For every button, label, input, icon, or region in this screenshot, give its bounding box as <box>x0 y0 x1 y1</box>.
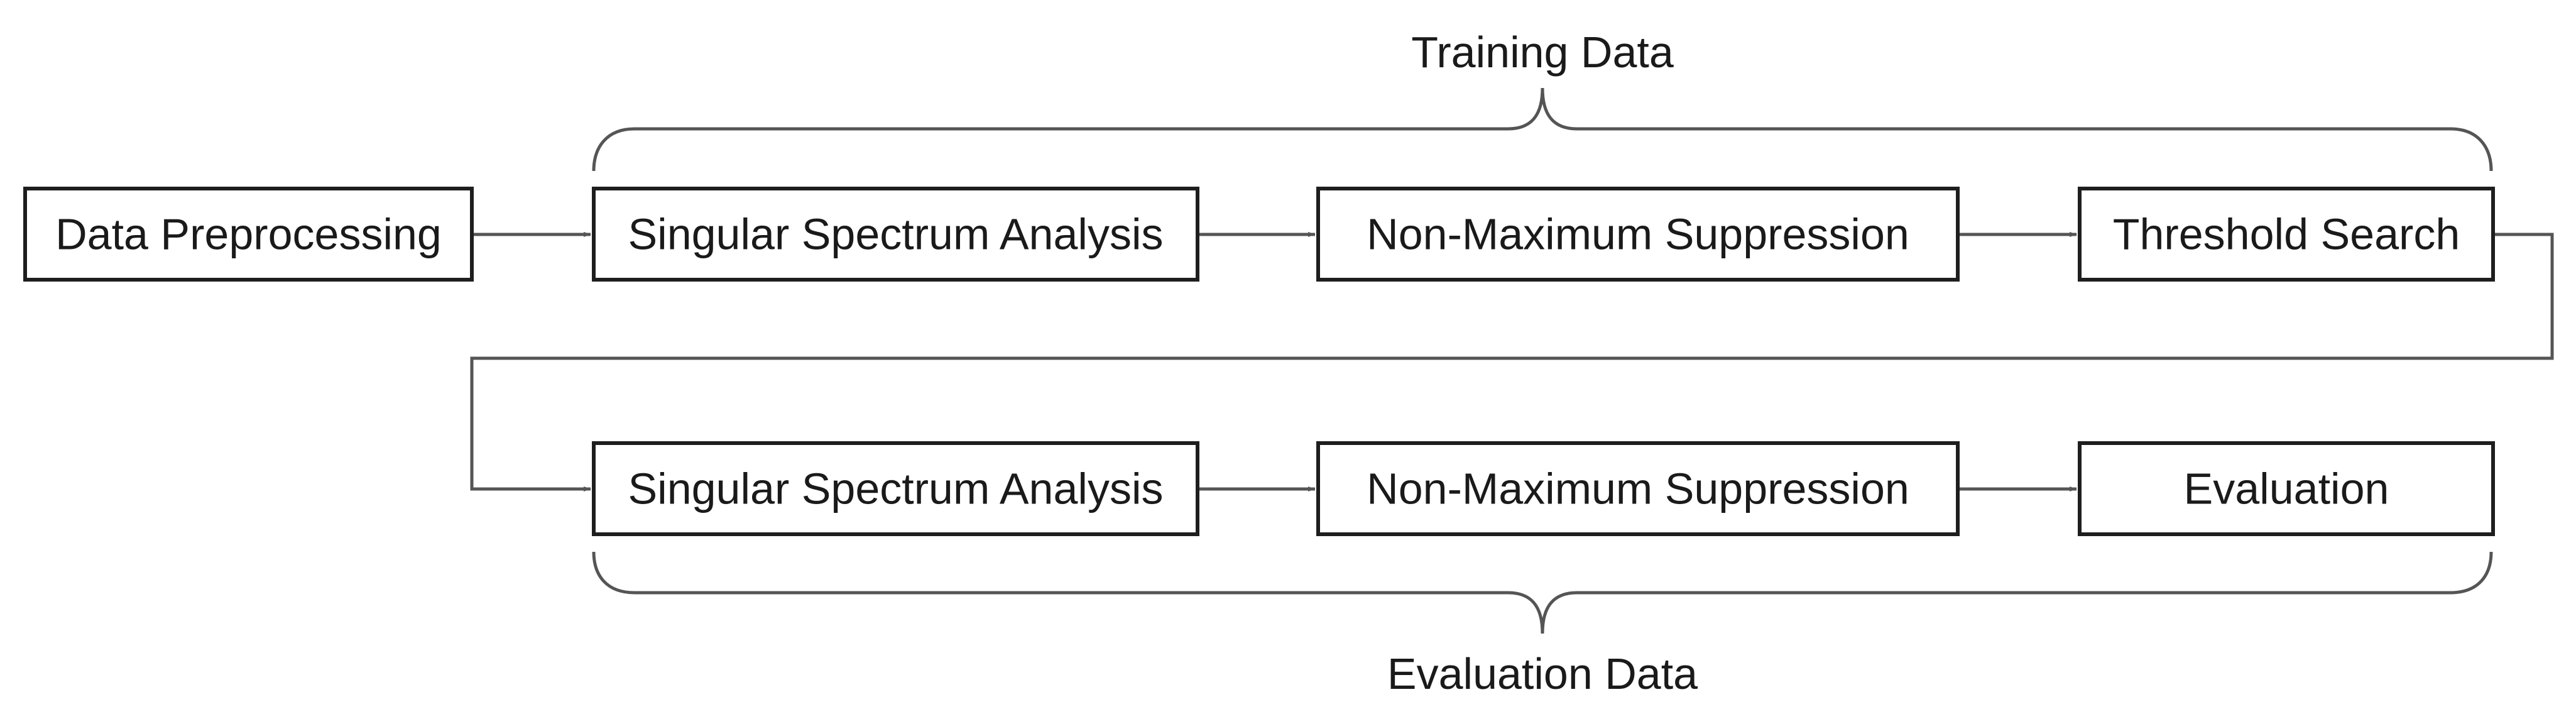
evaluation-nms-label: Non-Maximum Suppression <box>1367 464 1909 514</box>
evaluation-box: Evaluation <box>2078 441 2495 536</box>
training-ssa-box: Singular Spectrum Analysis <box>592 187 1199 282</box>
evaluation-data-brace <box>592 551 2493 634</box>
threshold-search-box: Threshold Search <box>2078 187 2495 282</box>
arrow-threshold-search-to-eval-ssa <box>470 233 2554 492</box>
evaluation-label: Evaluation <box>2184 464 2389 514</box>
training-nms-box: Non-Maximum Suppression <box>1316 187 1960 282</box>
evaluation-ssa-label: Singular Spectrum Analysis <box>628 464 1163 514</box>
evaluation-ssa-box: Singular Spectrum Analysis <box>592 441 1199 536</box>
training-data-brace <box>592 87 2493 172</box>
training-ssa-label: Singular Spectrum Analysis <box>628 210 1163 259</box>
training-nms-label: Non-Maximum Suppression <box>1367 210 1909 259</box>
evaluation-nms-box: Non-Maximum Suppression <box>1316 441 1960 536</box>
evaluation-data-label: Evaluation Data <box>1387 649 1698 698</box>
data-preprocessing-label: Data Preprocessing <box>55 210 442 259</box>
threshold-search-label: Threshold Search <box>2113 210 2460 259</box>
training-data-label: Training Data <box>1411 28 1674 77</box>
data-preprocessing-box: Data Preprocessing <box>23 187 474 282</box>
